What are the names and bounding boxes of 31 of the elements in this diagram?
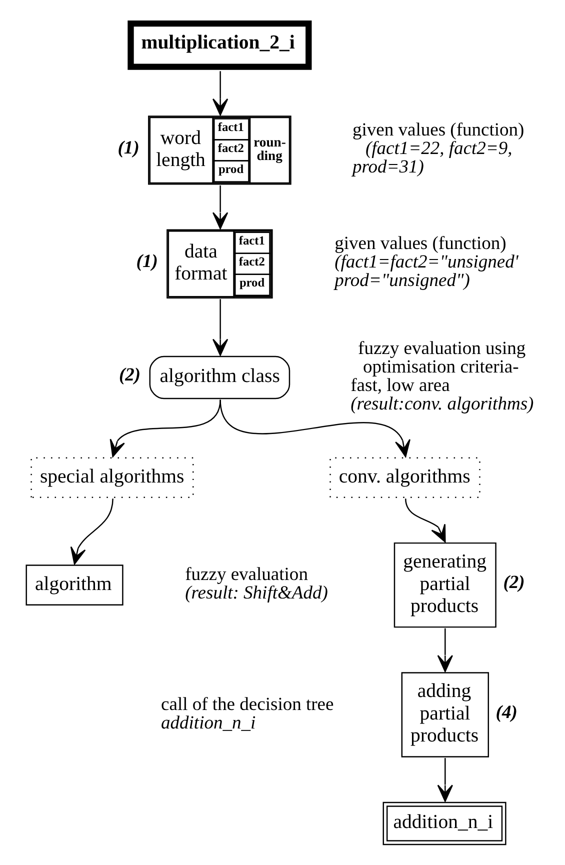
label: fuzzy evaluation using optimisation criteria- fast, low area	[350, 338, 526, 396]
label: (result:conv. algorithms)	[350, 394, 534, 415]
node-box: algorithm	[25, 564, 123, 606]
node-box: adding partial products	[400, 672, 488, 758]
arrow	[436, 628, 452, 672]
node-label: (2)	[118, 364, 140, 386]
arrow	[436, 758, 452, 802]
arrow	[212, 185, 228, 230]
node-label: (1)	[136, 250, 158, 272]
label: given values (function)	[352, 119, 524, 140]
arrow	[212, 299, 228, 356]
label: addition_n_i	[160, 712, 256, 734]
arrow	[212, 71, 228, 116]
node-box: special algorithms	[30, 457, 194, 498]
node-box: algorithm class	[148, 356, 290, 400]
arrow	[109, 400, 220, 458]
node-box: conv. algorithms	[329, 457, 480, 498]
label: (result: Shift&Add)	[184, 582, 328, 604]
node-label: (2)	[502, 572, 524, 594]
node-box: addition_n_i	[382, 802, 506, 846]
label: given values (function)	[334, 233, 506, 254]
label: fuzzy evaluation	[184, 564, 308, 586]
arrow	[70, 498, 113, 565]
node-box: multiplication_2_i	[127, 20, 312, 70]
label: (fact1=fact2="unsigned' prod="unsigned")	[334, 252, 518, 292]
arrow	[404, 498, 446, 542]
node-label: (1)	[117, 137, 139, 158]
arrow	[219, 400, 410, 458]
node-box: generating partial products	[393, 542, 496, 628]
node-label: (4)	[495, 702, 517, 723]
label: call of the decision tree	[160, 694, 334, 715]
